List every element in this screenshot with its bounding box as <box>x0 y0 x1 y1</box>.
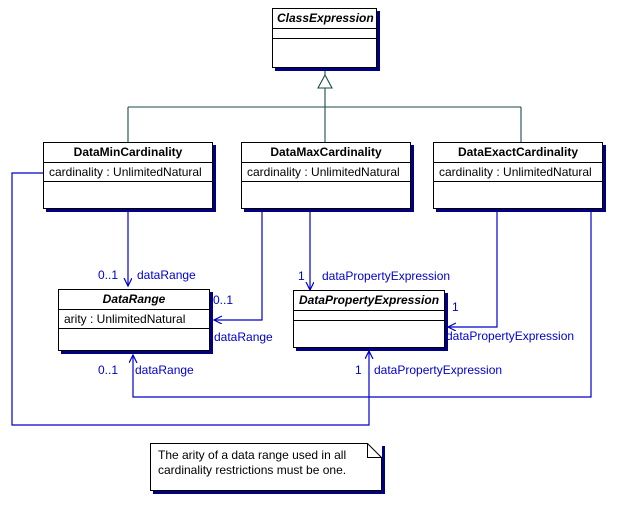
class-name-data-property-expression: DataPropertyExpression <box>294 291 444 311</box>
assoc-role-min-datapropexpr: dataPropertyExpression <box>374 363 503 377</box>
class-name-data-range: DataRange <box>59 290 209 310</box>
class-box-data-exact-cardinality[interactable]: DataExactCardinality cardinality : Unlim… <box>433 142 603 209</box>
edge-max-datarange <box>214 209 263 320</box>
class-box-data-range[interactable]: DataRange arity : UnlimitedNatural <box>58 289 210 351</box>
class-operations-data-min-cardinality <box>44 182 212 247</box>
class-attribute-data-exact-cardinality: cardinality : UnlimitedNatural <box>434 163 602 182</box>
note-shape <box>150 443 382 491</box>
class-operations-data-max-cardinality <box>242 182 410 247</box>
class-name-data-max-cardinality: DataMaxCardinality <box>242 143 410 163</box>
class-box-data-max-cardinality[interactable]: DataMaxCardinality cardinality : Unlimit… <box>241 142 411 209</box>
generalization-edges <box>127 68 522 142</box>
class-name-data-exact-cardinality: DataExactCardinality <box>434 143 602 163</box>
assoc-role-exact-datapropexpr: dataPropertyExpression <box>446 329 575 343</box>
class-name-class-expression: ClassExpression <box>273 9 376 29</box>
class-attributes-data-property-expression <box>294 311 444 321</box>
association-edges <box>11 172 592 426</box>
assoc-multiplicity-exact-datarange: 0..1 <box>98 363 119 377</box>
class-box-data-property-expression[interactable]: DataPropertyExpression <box>293 290 445 348</box>
class-attribute-data-min-cardinality: cardinality : UnlimitedNatural <box>44 163 212 182</box>
note-text: The arity of a data range used in all ca… <box>158 448 347 477</box>
class-box-data-min-cardinality[interactable]: DataMinCardinality cardinality : Unlimit… <box>43 142 213 209</box>
assoc-role-min-datarange: dataRange <box>137 268 196 282</box>
class-attribute-data-max-cardinality: cardinality : UnlimitedNatural <box>242 163 410 182</box>
class-attributes-class-expression <box>273 29 376 39</box>
class-name-data-min-cardinality: DataMinCardinality <box>44 143 212 163</box>
edge-exact-datarange <box>133 209 592 398</box>
edge-min-datapropexpr <box>11 172 369 426</box>
class-operations-data-range <box>59 329 209 389</box>
assoc-role-max-datarange: dataRange <box>214 330 273 344</box>
class-operations-class-expression <box>273 39 376 97</box>
edge-exact-datapropexpr <box>448 209 498 327</box>
assoc-multiplicity-min-datapropexpr: 1 <box>355 363 362 377</box>
assoc-role-max-datapropexpr: dataPropertyExpression <box>322 269 451 283</box>
class-operations-data-exact-cardinality <box>434 182 602 247</box>
assoc-multiplicity-exact-datapropexpr: 1 <box>452 300 459 314</box>
class-attribute-data-range: arity : UnlimitedNatural <box>59 310 209 329</box>
class-box-class-expression[interactable]: ClassExpression <box>272 8 377 68</box>
assoc-multiplicity-max-datapropexpr: 1 <box>298 269 305 283</box>
assoc-multiplicity-max-datarange: 0..1 <box>213 293 234 307</box>
assoc-role-exact-datarange: dataRange <box>135 363 194 377</box>
note-arity-constraint[interactable]: The arity of a data range used in all ca… <box>150 443 382 491</box>
assoc-multiplicity-min-datarange: 0..1 <box>98 268 119 282</box>
